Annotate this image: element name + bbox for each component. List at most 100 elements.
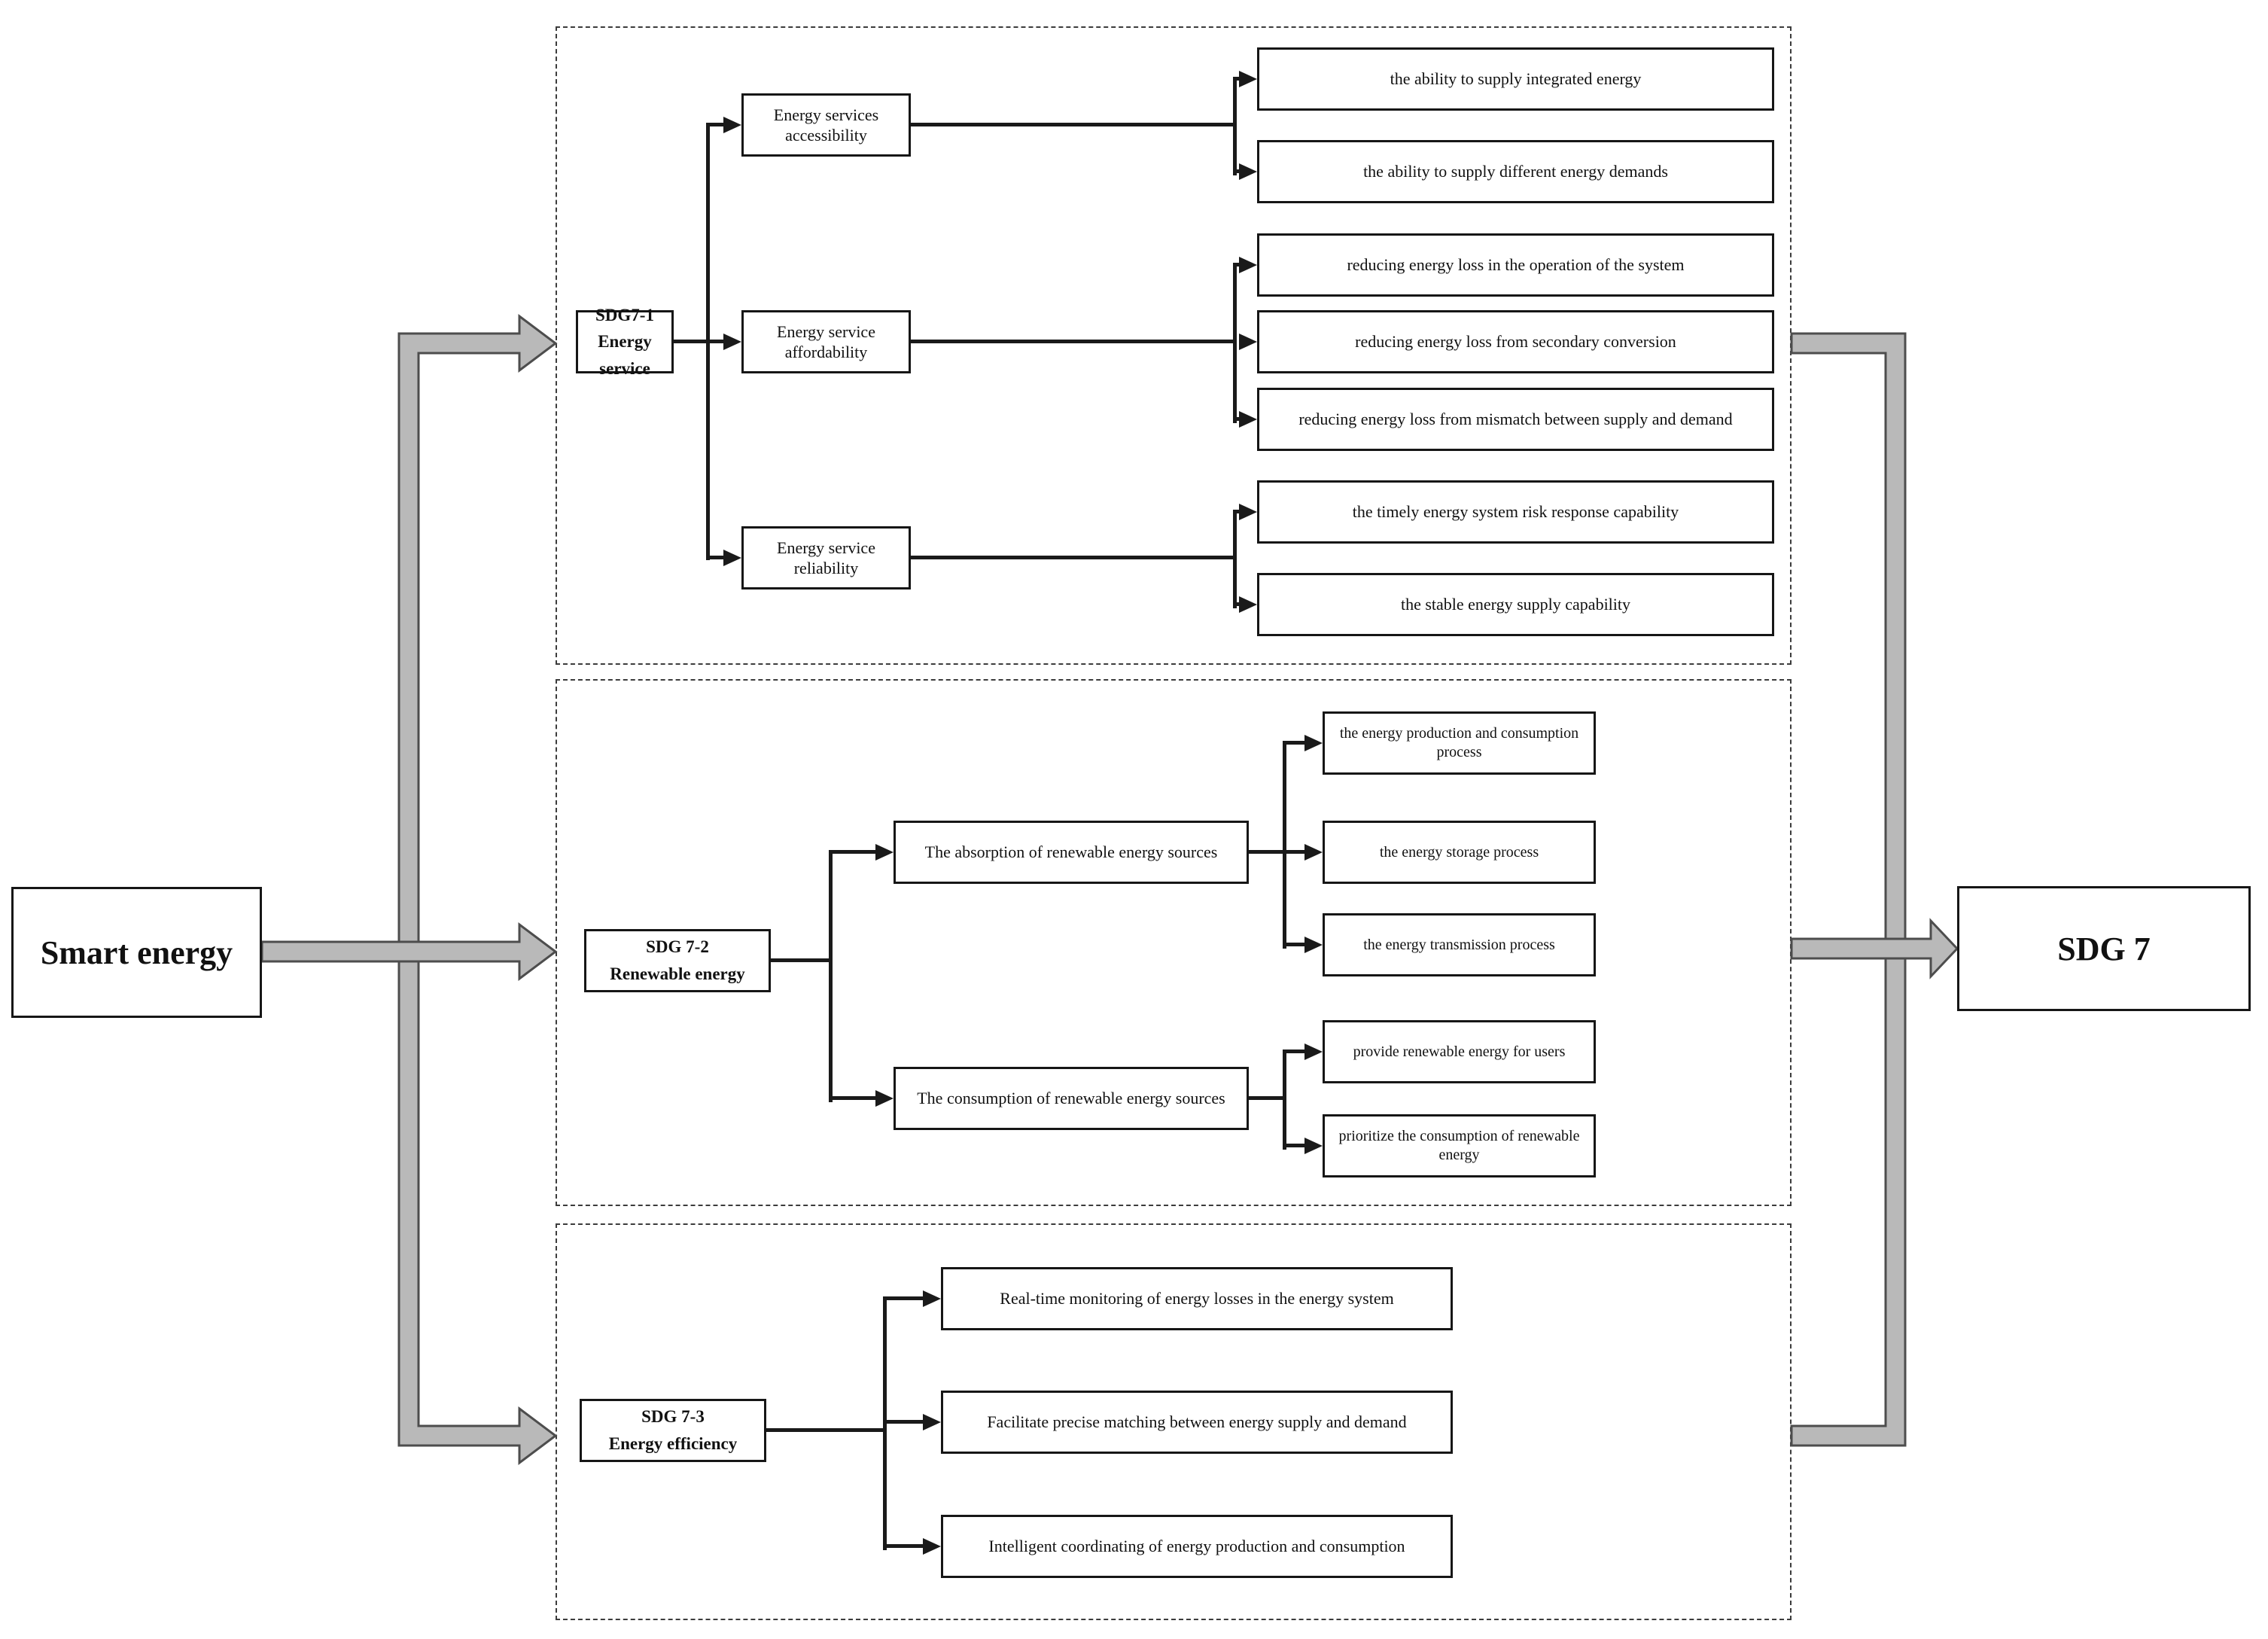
node-line1: SDG 7-2 xyxy=(646,937,709,957)
s2-top-stub xyxy=(829,850,879,854)
arrowhead-icon xyxy=(1239,163,1257,180)
right-collector-shape xyxy=(1790,332,1907,1447)
stub xyxy=(1233,602,1241,606)
sdg7-label: SDG 7 xyxy=(2057,930,2151,967)
s1-affordability-fan-line xyxy=(1233,263,1237,423)
arrowhead-icon xyxy=(1304,735,1323,751)
leaf-box: the energy transmission process xyxy=(1323,913,1596,976)
stub xyxy=(883,1544,927,1548)
s1-accessibility-fan-line xyxy=(1233,77,1237,175)
stub xyxy=(883,1296,927,1300)
sdg7-2-node-label: SDG 7-2 Renewable energy xyxy=(610,934,745,987)
leaf-label: the ability to supply integrated energy xyxy=(1390,69,1642,89)
arrowhead-icon xyxy=(723,550,741,566)
s1-trunk-line xyxy=(706,123,710,560)
s2-absorption-fan-line xyxy=(1283,741,1286,949)
stub xyxy=(1233,510,1241,513)
leaf-label: the stable energy supply capability xyxy=(1400,595,1631,614)
arrowhead-icon xyxy=(1304,1138,1323,1154)
leaf-label: prioritize the consumption of renewable … xyxy=(1338,1128,1580,1163)
s2-absorption-out-line xyxy=(1249,850,1286,854)
s1-reliability-out-line xyxy=(911,556,1236,559)
affordability-label: Energy service affordability xyxy=(777,321,875,362)
node-line2: Energy service xyxy=(598,332,652,378)
smart-energy-label: Smart energy xyxy=(40,934,233,971)
accessibility-box: Energy services accessibility xyxy=(741,93,911,157)
leaf-label: Facilitate precise matching between ener… xyxy=(987,1412,1407,1432)
leaf-box: the ability to supply integrated energy xyxy=(1257,47,1774,111)
stub xyxy=(1233,77,1241,81)
absorption-label: The absorption of renewable energy sourc… xyxy=(924,842,1218,862)
arrowhead-icon xyxy=(1239,504,1257,520)
leaf-box: the stable energy supply capability xyxy=(1257,573,1774,636)
smart-energy-box: Smart energy xyxy=(11,887,262,1018)
stub xyxy=(883,1420,927,1424)
s1-bottom-stub xyxy=(706,556,723,559)
stub xyxy=(1283,850,1308,854)
arrowhead-icon xyxy=(1239,596,1257,613)
sdg7-2-node-box: SDG 7-2 Renewable energy xyxy=(584,929,771,992)
arrowhead-icon xyxy=(723,117,741,133)
s2-bottom-stub xyxy=(829,1096,879,1100)
arrowhead-icon xyxy=(1304,844,1323,861)
arrowhead-icon xyxy=(1239,71,1257,87)
leaf-box: Intelligent coordinating of energy produ… xyxy=(941,1515,1453,1578)
leaf-box: the energy storage process xyxy=(1323,821,1596,884)
arrowhead-icon xyxy=(1239,334,1257,350)
arrowhead-icon xyxy=(1304,1043,1323,1060)
leaf-label: Real-time monitoring of energy losses in… xyxy=(1000,1289,1394,1308)
leaf-label: the energy transmission process xyxy=(1363,936,1555,953)
s1-node-out-line xyxy=(674,340,723,343)
stub xyxy=(1283,1050,1308,1053)
leaf-box: the ability to supply different energy d… xyxy=(1257,140,1774,203)
sdg7-3-node-label: SDG 7-3 Energy efficiency xyxy=(609,1403,738,1457)
absorption-box: The absorption of renewable energy sourc… xyxy=(894,821,1249,884)
sdg7-box: SDG 7 xyxy=(1957,886,2251,1011)
leaf-label: the ability to supply different energy d… xyxy=(1363,162,1668,181)
leaf-box: reducing energy loss in the operation of… xyxy=(1257,233,1774,297)
sdg7-3-node-box: SDG 7-3 Energy efficiency xyxy=(580,1399,766,1462)
arrowhead-icon xyxy=(1304,937,1323,953)
arrowhead-icon xyxy=(923,1290,941,1307)
leaf-label: reducing energy loss in the operation of… xyxy=(1347,255,1685,275)
smart-energy-arrow-shape xyxy=(260,922,558,981)
leaf-box: the timely energy system risk response c… xyxy=(1257,480,1774,544)
arrowhead-icon xyxy=(875,844,894,861)
consumption-box: The consumption of renewable energy sour… xyxy=(894,1067,1249,1130)
leaf-box: the energy production and consumption pr… xyxy=(1323,711,1596,775)
leaf-box: provide renewable energy for users xyxy=(1323,1020,1596,1083)
sdg7-1-node-box: SDG7-1 Energy service xyxy=(576,306,674,378)
arrowhead-icon xyxy=(875,1090,894,1107)
reliability-label: Energy service reliability xyxy=(777,538,875,578)
stub xyxy=(1283,1144,1308,1147)
leaf-box: Real-time monitoring of energy losses in… xyxy=(941,1267,1453,1330)
sdg7-arrow-shape xyxy=(1790,918,1959,979)
leaf-label: the energy storage process xyxy=(1379,843,1539,861)
node-line2: Renewable energy xyxy=(610,964,745,983)
affordability-box: Energy service affordability xyxy=(741,310,911,373)
node-line1: SDG7-1 xyxy=(595,305,654,324)
s2-consumption-fan-line xyxy=(1283,1050,1286,1150)
reliability-box: Energy service reliability xyxy=(741,526,911,589)
s2-consumption-out-line xyxy=(1249,1096,1286,1100)
s1-reliability-fan-line xyxy=(1233,510,1237,608)
sdg7-1-node-label: SDG7-1 Energy service xyxy=(583,302,667,382)
s3-node-out-line xyxy=(766,1428,887,1432)
arrowhead-icon xyxy=(1239,411,1257,428)
left-branch-arrow-shape xyxy=(397,314,558,1465)
leaf-box: prioritize the consumption of renewable … xyxy=(1323,1114,1596,1177)
s1-affordability-out-line xyxy=(911,340,1236,343)
s1-top-stub xyxy=(706,123,723,126)
node-line2: Energy efficiency xyxy=(608,1434,738,1453)
stub xyxy=(1233,417,1241,421)
s2-trunk-line xyxy=(829,850,833,1102)
arrowhead-icon xyxy=(923,1538,941,1555)
leaf-box: Facilitate precise matching between ener… xyxy=(941,1391,1453,1454)
leaf-label: reducing energy loss from mismatch betwe… xyxy=(1298,410,1733,429)
consumption-label: The consumption of renewable energy sour… xyxy=(917,1089,1225,1108)
accessibility-label: Energy services accessibility xyxy=(773,105,879,145)
stub xyxy=(1233,169,1241,173)
arrowhead-icon xyxy=(723,334,741,350)
leaf-label: Intelligent coordinating of energy produ… xyxy=(988,1537,1405,1556)
